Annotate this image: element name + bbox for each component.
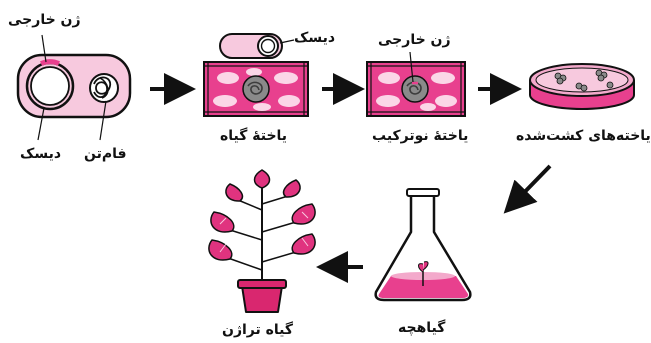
recombinant-nucleus — [402, 76, 428, 102]
foreign-gene-top-label: ژن خارجی — [8, 12, 81, 28]
chromosome-coil — [90, 74, 118, 102]
plantlet-label: گیاهچه — [398, 320, 445, 336]
foreign-gene-mid-label: ژن خارجی — [378, 32, 451, 48]
plasmid-disk — [27, 62, 73, 109]
cultured-cells-label: یاخته‌های کشت‌شده — [516, 128, 651, 144]
recombinant-cell-label: یاختهٔ نوترکیب — [372, 128, 468, 144]
flower-pot — [238, 280, 286, 312]
process-arrow-4 — [512, 166, 550, 205]
plant-cell-label: یاختهٔ گیاه — [220, 128, 287, 144]
disk-left-label: دیسک — [20, 146, 61, 162]
plant-cell-nucleus — [243, 76, 269, 102]
transgenic-plant — [209, 170, 315, 282]
disk-top-label: دیسک — [294, 30, 335, 46]
transgenic-plant-label: گیاه تراژن — [222, 322, 293, 338]
chromosome-label: فام‌تن — [84, 146, 127, 162]
plasmid-pill — [220, 34, 282, 58]
